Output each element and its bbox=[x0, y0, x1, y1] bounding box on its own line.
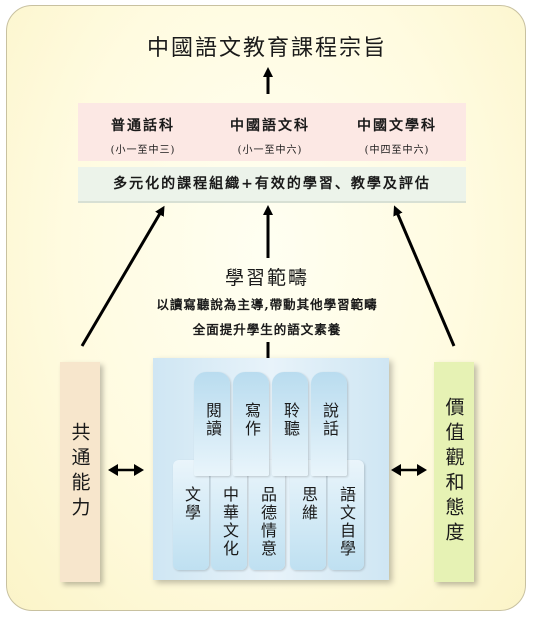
generic-skills-box: 共通能力 bbox=[60, 362, 100, 582]
curriculum-bar: 多元化的課程組織+有效的學習、教學及評估 bbox=[78, 167, 466, 203]
strand-label: 語文自學 bbox=[337, 486, 356, 558]
subject-range: (小一至中三) bbox=[110, 145, 176, 156]
values-attitudes-label: 價值觀和態度 bbox=[442, 397, 465, 547]
strand-writing: 寫作 bbox=[233, 372, 269, 476]
subject-name: 中國文學科 bbox=[357, 118, 437, 134]
strand-listening: 聆聽 bbox=[272, 372, 308, 476]
subjects-bar: 普通話科 (小一至中三) 中國語文科 (小一至中六) 中國文學科 (中四至中六) bbox=[78, 103, 466, 161]
strand-label: 思維 bbox=[299, 486, 318, 522]
strand-chinese-culture: 中華文化 bbox=[211, 460, 247, 570]
learning-strands-heading: 學習範疇 bbox=[224, 267, 309, 289]
subject-name: 普通話科 bbox=[111, 118, 175, 134]
diagram-title: 中國語文教育課程宗旨 bbox=[146, 36, 387, 61]
strand-label: 中華文化 bbox=[220, 486, 239, 558]
strand-label: 寫作 bbox=[242, 402, 261, 438]
subject-chinese-literature: 中國文學科 (中四至中六) bbox=[342, 103, 452, 156]
learning-strands-desc-2: 全面提升學生的語文素養 bbox=[192, 322, 342, 337]
strand-speaking: 說話 bbox=[311, 372, 347, 476]
strand-self-learning: 語文自學 bbox=[328, 460, 364, 570]
subject-range: (中四至中六) bbox=[364, 145, 430, 156]
subject-chinese-language: 中國語文科 (小一至中六) bbox=[215, 103, 325, 156]
generic-skills-label: 共通能力 bbox=[68, 422, 91, 522]
strand-label: 品德情意 bbox=[258, 486, 277, 558]
strand-label: 閱讀 bbox=[203, 402, 222, 438]
subject-range: (小一至中六) bbox=[237, 145, 303, 156]
subject-name: 中國語文科 bbox=[230, 118, 310, 134]
strand-literature: 文學 bbox=[173, 460, 209, 570]
learning-strands-desc-1: 以讀寫聽說為主導,帶動其他學習範疇 bbox=[156, 297, 378, 312]
values-attitudes-box: 價值觀和態度 bbox=[434, 362, 474, 582]
strand-moral-affective: 品德情意 bbox=[249, 460, 285, 570]
strand-thinking: 思維 bbox=[290, 460, 326, 570]
strand-reading: 閱讀 bbox=[194, 372, 230, 476]
subject-putonghua: 普通話科 (小一至中三) bbox=[88, 103, 198, 156]
strand-label: 文學 bbox=[182, 486, 201, 522]
strand-label: 聆聽 bbox=[281, 402, 300, 438]
strand-label: 說話 bbox=[320, 402, 339, 438]
